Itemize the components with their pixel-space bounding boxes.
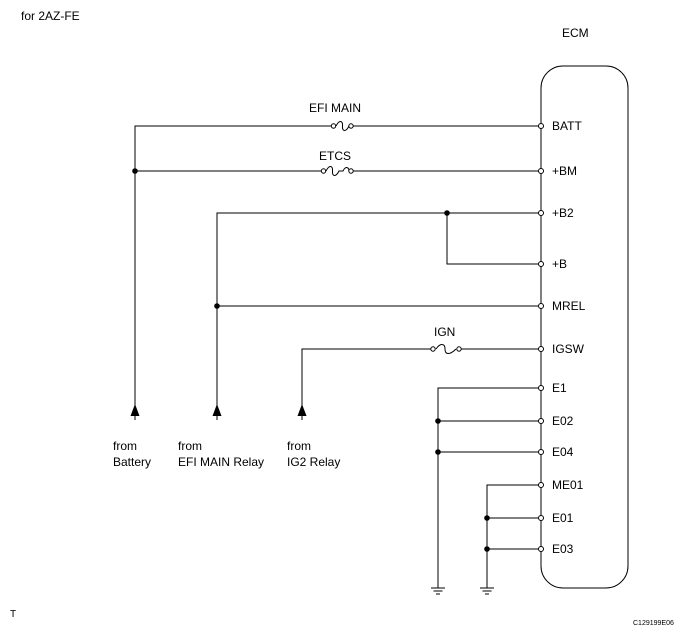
ecm-terminal (538, 303, 544, 309)
fuse-ign-symbol (435, 344, 457, 354)
junction-dot (484, 546, 490, 552)
source-efi-main-relay: from EFI MAIN Relay (178, 438, 264, 470)
source-line1: from (287, 439, 311, 453)
pin-label-b2: +B2 (552, 206, 574, 220)
source-line1: from (178, 439, 202, 453)
source-line2: EFI MAIN Relay (178, 455, 265, 469)
source-line1: from (113, 439, 137, 453)
ecm-terminal (538, 385, 544, 391)
wire-me01 (486, 484, 538, 588)
junction-dot (214, 303, 220, 309)
ecm-terminal (538, 261, 544, 267)
wire-b2 (216, 212, 538, 420)
pin-label-e02: E02 (552, 414, 574, 428)
junction-dot (444, 210, 450, 216)
ecm-title: ECM (562, 26, 589, 40)
junction-dot (484, 515, 490, 521)
arrow-up-icon (212, 404, 222, 416)
ecm-terminal (538, 346, 544, 352)
pin-label-e1: E1 (552, 381, 567, 395)
ecm-terminal (538, 482, 544, 488)
fuse-etcs-symbol (325, 166, 350, 176)
variant-label: for 2AZ-FE (21, 9, 80, 23)
junction-dot (132, 168, 138, 174)
pin-label-e03: E03 (552, 542, 574, 556)
pin-label-b: +B (552, 257, 568, 271)
wire-igsw (301, 348, 432, 420)
wire-b (446, 213, 538, 265)
fuse-efi-main-symbol (335, 121, 350, 131)
fuse-label-ign: IGN (434, 325, 456, 339)
source-line2: Battery (113, 455, 152, 469)
pin-label-bm: +BM (552, 164, 578, 178)
fuse-terminal (348, 123, 354, 129)
fuse-label-efi-main: EFI MAIN (309, 101, 362, 115)
wire-e1 (437, 387, 538, 588)
ground-symbol (431, 587, 445, 595)
arrow-up-icon (297, 404, 307, 416)
source-line2: IG2 Relay (287, 455, 341, 469)
ground-symbol (480, 587, 494, 595)
fuse-terminal (430, 346, 436, 352)
ecm-terminal (538, 546, 544, 552)
source-battery: from Battery (113, 438, 151, 470)
arrow-up-icon (130, 404, 140, 416)
ecm-terminal (538, 418, 544, 424)
junction-dot (435, 418, 441, 424)
figure-code: C129199E06 (633, 620, 674, 627)
fuse-terminal (330, 123, 337, 129)
fuse-terminal (456, 346, 462, 352)
ecm-terminal (538, 515, 544, 521)
pin-label-me01: ME01 (552, 478, 584, 492)
ecm-terminal (538, 168, 544, 174)
pin-label-mrel: MREL (552, 299, 586, 313)
ecm-terminal (538, 449, 544, 455)
pin-label-e01: E01 (552, 511, 574, 525)
fuse-label-etcs: ETCS (319, 149, 352, 163)
pin-label-igsw: IGSW (552, 342, 584, 356)
fuse-terminal (320, 168, 327, 174)
source-ig2-relay: from IG2 Relay (287, 438, 340, 470)
footer-left-mark: T (10, 609, 17, 620)
ecm-terminal (538, 123, 544, 129)
pin-label-batt: BATT (552, 119, 582, 133)
junction-dot (435, 449, 441, 455)
pin-label-e04: E04 (552, 445, 574, 459)
fuse-terminal (348, 168, 354, 174)
wire-batt (134, 125, 333, 420)
ecm-terminal (538, 210, 544, 216)
ecm-box (540, 65, 629, 589)
